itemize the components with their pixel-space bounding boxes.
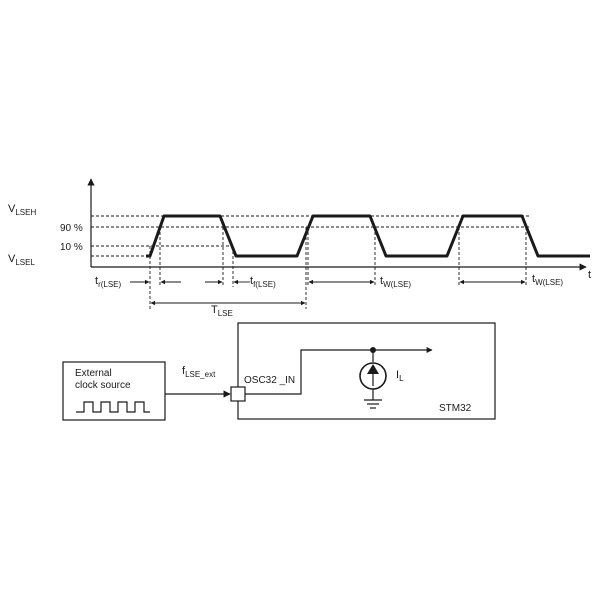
vlseh-label: VLSEH: [8, 203, 36, 217]
ninety-pct-label: 90 %: [60, 223, 83, 234]
osc32-in-label: OSC32 _IN: [244, 375, 295, 386]
external-clock-source-box: [62, 361, 166, 421]
clock-waveform: [146, 214, 590, 258]
f-lse-ext-label: fLSE_ext: [182, 365, 216, 379]
timing-section: VLSEH VLSEL 90 % 10 % t tr(LSE) tf(LSE) …: [8, 178, 591, 318]
tw1-label: tW(LSE): [380, 275, 411, 289]
tw2-label: tW(LSE): [532, 273, 563, 287]
ext-source-line2: clock source: [75, 380, 131, 391]
current-arrow-head: [367, 364, 379, 374]
circuit-section: External clock source fLSE_ext OSC32 _IN…: [62, 322, 496, 421]
tf-label: tf(LSE): [250, 275, 276, 289]
ground-icon: [364, 399, 382, 409]
ext-source-line1: External: [75, 368, 112, 379]
osc32-in-pin: [230, 386, 246, 402]
internal-wire: [245, 347, 433, 395]
tr-label: tr(LSE): [95, 275, 122, 289]
vlsel-label: VLSEL: [8, 253, 35, 267]
period-label: TLSE: [211, 304, 233, 318]
ten-pct-label: 10 %: [60, 242, 83, 253]
stm32-label: STM32: [439, 403, 472, 414]
stm32-chip-box: [237, 322, 496, 420]
current-label: IL: [396, 369, 404, 383]
square-wave-icon: [76, 401, 150, 413]
t-axis-label: t: [588, 269, 591, 281]
